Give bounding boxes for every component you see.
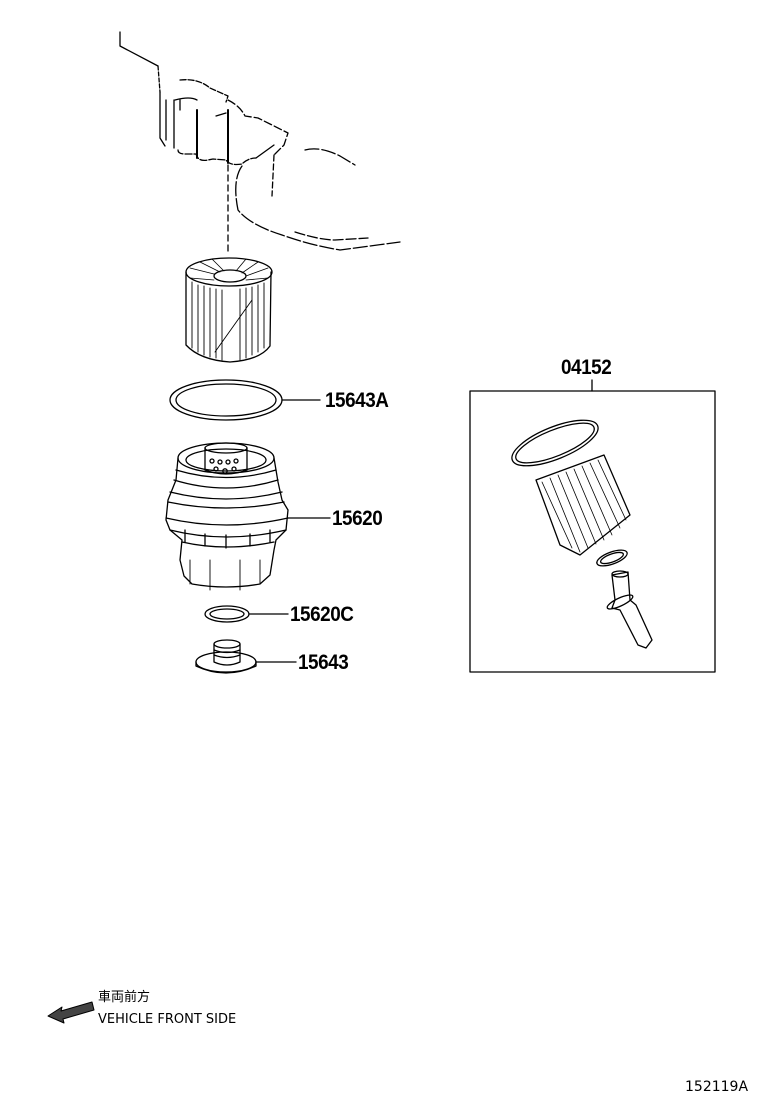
engine-housing-drawing	[119, 31, 401, 253]
callout-15643[interactable]: 15643	[298, 651, 349, 674]
callout-15620[interactable]: 15620	[332, 507, 383, 530]
filter-cap-15620-drawing	[165, 442, 331, 591]
callout-15620c[interactable]: 15620C	[290, 603, 354, 626]
reference-number: 152119A	[685, 1079, 749, 1095]
arrow-left-icon	[47, 1001, 95, 1024]
kit-04152-drawing	[469, 379, 716, 673]
callout-15643a[interactable]: 15643A	[325, 389, 389, 412]
direction-label-jp: 車両前方	[98, 990, 151, 1005]
o-ring-15643a-drawing	[169, 379, 321, 421]
drain-plug-15643-drawing	[195, 639, 297, 674]
direction-label-en: VEHICLE FRONT SIDE	[98, 1012, 237, 1027]
filter-element-drawing	[185, 257, 273, 363]
callout-04152[interactable]: 04152	[561, 356, 612, 379]
o-ring-15620c-drawing	[204, 605, 289, 623]
